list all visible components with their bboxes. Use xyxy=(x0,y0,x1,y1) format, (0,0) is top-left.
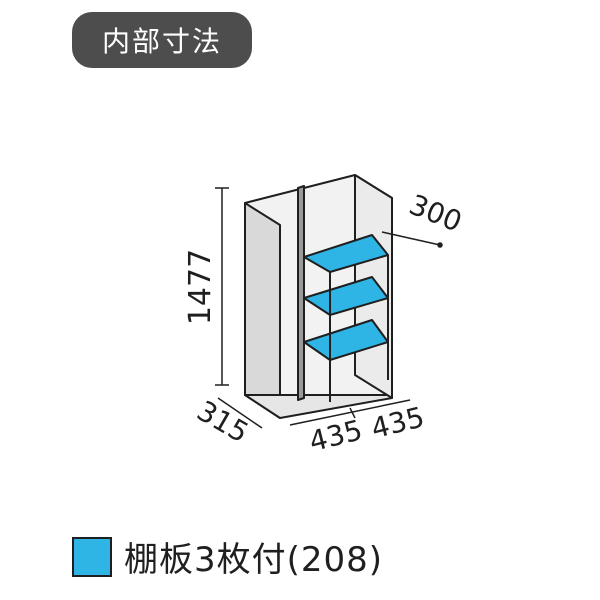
shelf-depth-dim-line xyxy=(381,231,441,246)
height-label: 1477 xyxy=(183,249,218,325)
page-title: 内部寸法 xyxy=(101,25,222,58)
dimension-lines xyxy=(215,187,443,429)
shelf-depth-dot xyxy=(437,242,443,248)
title-badge: 内部寸法 xyxy=(72,12,252,68)
cabinet-left-side xyxy=(244,202,281,419)
width-tick-mid xyxy=(349,407,356,419)
depth-label: 315 xyxy=(191,394,254,449)
legend: 棚板3枚付(208) xyxy=(72,532,383,581)
shelf-color-swatch xyxy=(72,536,112,577)
shelf-depth-label: 300 xyxy=(405,188,467,239)
shelves xyxy=(303,234,389,402)
depth-dim-line xyxy=(217,397,263,429)
legend-label: 棚板3枚付(208) xyxy=(124,540,384,580)
width-dim-line xyxy=(289,399,411,426)
